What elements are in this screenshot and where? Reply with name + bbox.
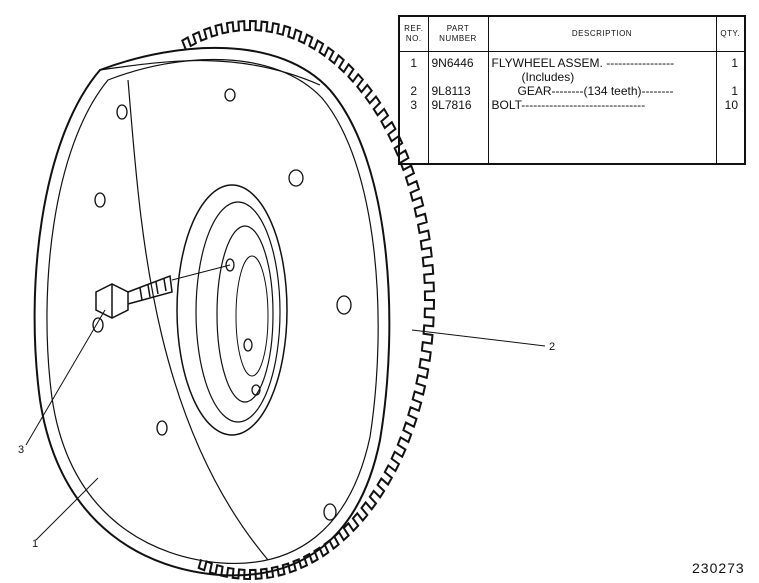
row-2-qty: 1 [731,84,738,98]
table-row: 1 2 3 9N6446 9L8113 9L7816 FLYWHEEL ASSE… [400,51,744,163]
flywheel-housing [33,46,391,577]
header-description: DESCRIPTION [487,17,716,52]
leader-lines [25,264,546,541]
row-3-part: 9L7816 [431,98,472,112]
row-3-qty: 10 [724,98,738,112]
callout-1: 1 [32,538,39,550]
row-1-desc: FLYWHEEL ASSEM. ----------------- [491,56,675,70]
table-header: REF. NO. PART NUMBER DESCRIPTION QTY. [400,17,744,52]
row-2-desc: GEAR--------(134 teeth)-------- [517,84,674,98]
row-1-ref: 1 [410,56,418,70]
row-3-ref: 3 [410,98,418,112]
row-2-ref: 2 [410,84,418,98]
row-1-qty: 1 [731,56,738,70]
header-part-number: PART NUMBER [427,17,488,52]
row-1-sub: (Includes) [521,70,575,84]
header-ref: REF. NO. [400,17,428,52]
row-1-part: 9N6446 [431,56,474,70]
callout-2: 2 [549,341,556,353]
drawing-number: 230273 [692,560,745,576]
bolt-holes [92,88,352,521]
header-qty: QTY. [715,17,744,52]
callout-3: 3 [18,444,25,456]
row-3-desc: BOLT------------------------------- [491,98,646,112]
ring-gear [181,19,436,581]
row-2-part: 9L8113 [431,84,471,98]
parts-table: REF. NO. PART NUMBER DESCRIPTION QTY. 1 … [398,15,746,165]
bolt [95,274,173,319]
